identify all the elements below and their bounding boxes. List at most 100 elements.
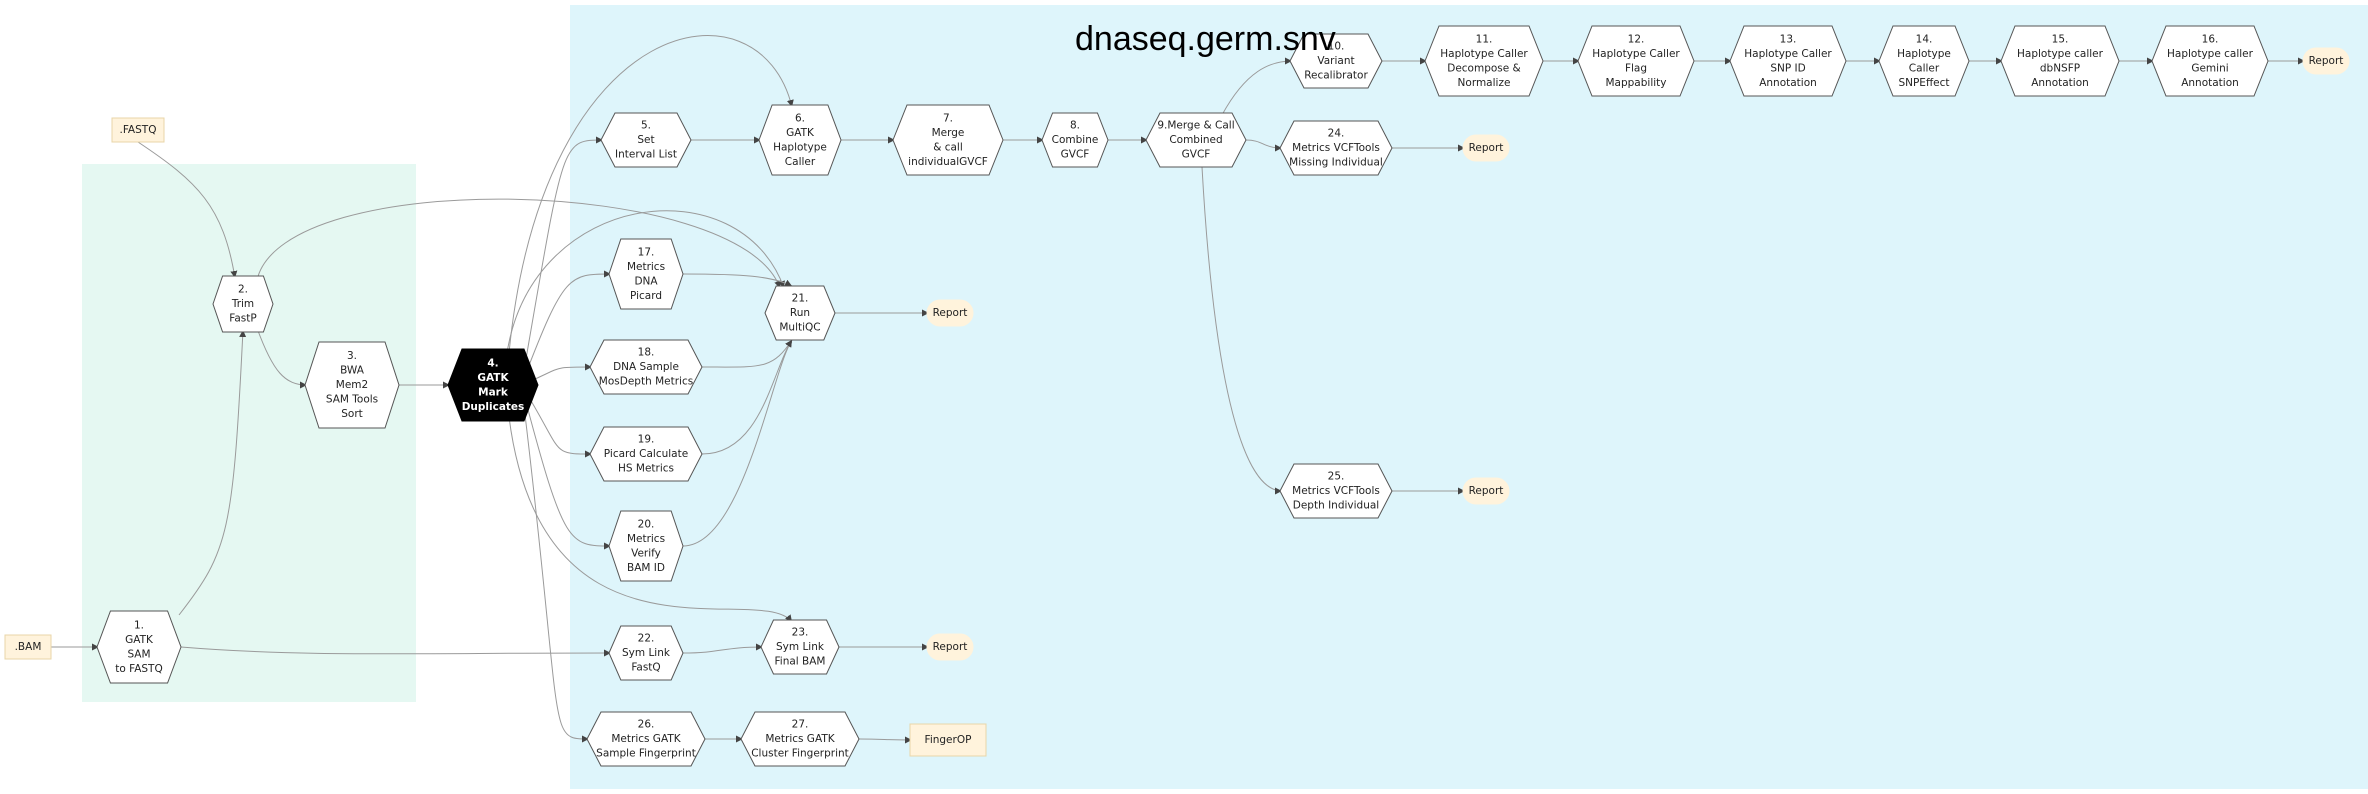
node-n8-hexagon (1041, 112, 1109, 168)
edge-n19-to-n21 (701, 339, 793, 455)
node-n25-hexagon (1279, 463, 1393, 519)
node-n24-label-line: Missing Individual (1289, 157, 1383, 169)
node-n26-label-line: 26. (638, 719, 655, 731)
node-n17-label-line: 17. (638, 246, 655, 258)
node-n14-label-line: Haplotype (1897, 48, 1951, 60)
edge-n4-to-n19 (523, 388, 593, 458)
node-n11-label-line: 11. (1476, 33, 1493, 45)
node-n5-label-line: 5. (641, 120, 651, 132)
node-r24[interactable]: Report (1462, 134, 1510, 162)
node-r23[interactable]: Report (926, 633, 974, 661)
node-bam-label-line: .BAM (15, 641, 42, 653)
edge-n9-to-n24 (1245, 139, 1283, 152)
node-n18-label-line: 18. (638, 347, 655, 359)
node-bam[interactable]: .BAM (4, 634, 52, 660)
node-n12-label-line: Haplotype Caller (1592, 48, 1680, 60)
node-n8-label-line: Combine (1052, 134, 1099, 146)
node-n17-label-line: Metrics (627, 261, 665, 273)
node-n1-label-line: 1. (134, 619, 144, 631)
node-n5-hexagon (600, 112, 692, 168)
node-n27-label-line: 27. (792, 719, 809, 731)
node-fop-label-line: FingerOP (925, 734, 972, 746)
node-n8-label-line: 8. (1070, 120, 1080, 132)
node-r21-pill (926, 299, 974, 327)
node-n10-label-line: Variant (1317, 55, 1354, 67)
node-r25[interactable]: Report (1462, 477, 1510, 505)
node-n22-label-line: Sym Link (622, 647, 671, 659)
edge-n9-to-n25 (1201, 166, 1283, 495)
node-r25-label-line: Report (1469, 485, 1504, 497)
node-n4-hexagon (447, 348, 539, 422)
node-r23-pill (926, 633, 974, 661)
node-n6-label-line: 6. (795, 112, 805, 124)
node-n7-label-line: Merge (932, 127, 965, 139)
node-n14-label-line: Caller (1909, 62, 1940, 74)
node-n3-label-line: BWA (340, 365, 365, 377)
node-r24-label-line: Report (1469, 142, 1504, 154)
node-n9-hexagon (1145, 112, 1247, 168)
node-r21[interactable]: Report (926, 299, 974, 327)
node-n21-hexagon (764, 285, 836, 341)
node-n1-hexagon (96, 610, 182, 684)
node-n19-label-line: 19. (638, 434, 655, 446)
node-r21-label-line: Report (933, 307, 968, 319)
node-n7-label-line: & call (933, 141, 963, 153)
node-n16-label-line: 16. (2202, 33, 2219, 45)
node-n27-label-line: Metrics GATK (765, 733, 835, 745)
node-n4-label-line: 4. (487, 357, 498, 369)
node-n15-hexagon (2000, 25, 2120, 97)
node-fop[interactable]: FingerOP (909, 723, 987, 757)
node-n2-label-line: 2. (238, 284, 248, 296)
node-n14-label-line: 14. (1916, 33, 1933, 45)
node-r16[interactable]: Report (2302, 47, 2350, 75)
node-n11-hexagon (1424, 25, 1544, 97)
node-n6-label-line: Caller (785, 156, 816, 168)
node-n14-label-line: SNPEffect (1898, 77, 1949, 89)
node-n15-label-line: 15. (2052, 33, 2069, 45)
node-n18-hexagon (589, 339, 703, 395)
node-fastq-label-line: .FASTQ (120, 124, 157, 136)
edge-n2-to-n3 (256, 327, 308, 389)
edge-n18-to-n21 (701, 339, 793, 368)
node-n3-label-line: SAM Tools (326, 394, 378, 406)
node-n4-label-line: Duplicates (462, 401, 525, 413)
node-n24-label-line: Metrics VCFTools (1292, 142, 1380, 154)
node-n5-label-line: Set (637, 134, 654, 146)
node-n1-label-line: SAM (127, 648, 150, 660)
edge-n1-to-n2 (178, 329, 247, 616)
node-fastq[interactable]: .FASTQ (111, 117, 165, 143)
node-n18-label-line: DNA Sample (613, 361, 679, 373)
node-n13-label-line: 13. (1780, 33, 1797, 45)
diagram-title: dnaseq.germ.snv (1075, 20, 1336, 58)
node-fop-box (909, 723, 987, 757)
node-n17-label-line: Picard (630, 290, 662, 302)
node-n13-label-line: SNP ID (1770, 62, 1805, 74)
